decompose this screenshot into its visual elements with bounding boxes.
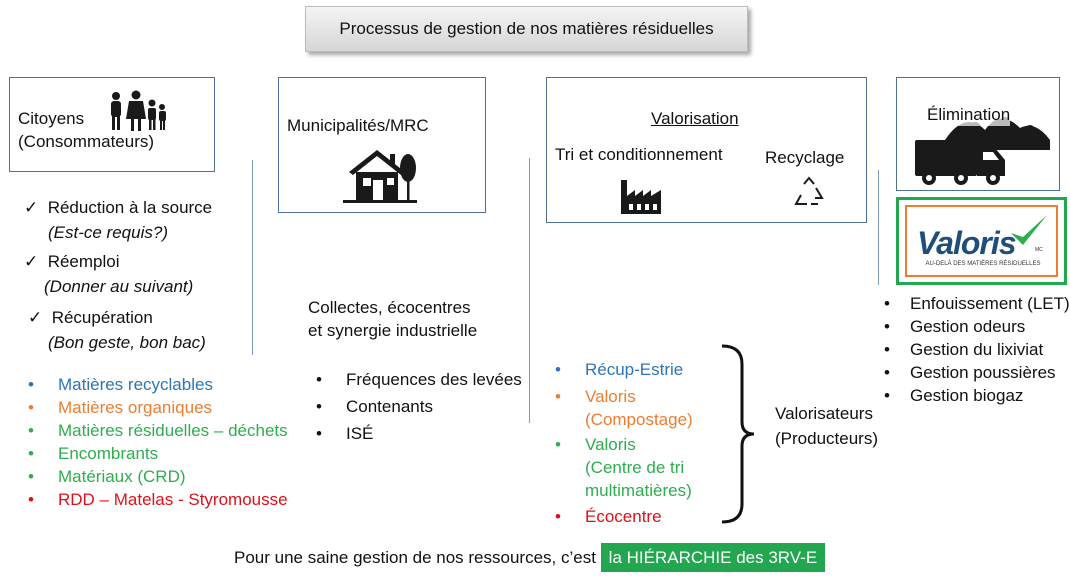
list-item: •Gestion poussières xyxy=(884,363,1056,382)
valorisation-box: Valorisation Tri et conditionnement Recy… xyxy=(546,77,867,223)
list-item: •Écocentre xyxy=(555,507,662,526)
list-item: •RDD – Matelas - Styromousse xyxy=(28,490,288,509)
hierarchy-item: ✓ Réemploi xyxy=(24,252,120,271)
list-item: •Encombrants xyxy=(28,444,159,463)
bracket-icon xyxy=(721,344,755,524)
list-item: •Fréquences des levées xyxy=(316,370,522,389)
enfouissement-list: •Enfouissement (LET) •Gestion odeurs •Ge… xyxy=(884,292,1070,407)
hierarchy-highlight: la HIÉRARCHIE des 3RV-E xyxy=(600,543,826,572)
valoris-logo-tagline: AU-DELÀ DES MATIÈRES RÉSIDUELLES xyxy=(925,261,1041,267)
elimination-box: Élimination xyxy=(896,77,1060,191)
divider-line xyxy=(529,158,530,423)
house-icon xyxy=(343,150,417,203)
collectes-sublabel: et synergie industrielle xyxy=(308,321,478,340)
hierarchy-item: ✓ Récupération xyxy=(28,308,153,327)
title-text: Processus de gestion de nos matières rés… xyxy=(339,19,714,38)
checkmark-logo-icon xyxy=(1011,215,1047,245)
list-item: •Matières recyclables xyxy=(28,375,213,394)
citoyens-sublabel: (Consommateurs) xyxy=(18,132,155,151)
recyclage-label: Recyclage xyxy=(765,148,845,167)
divider-line xyxy=(878,170,879,285)
municipalites-label: Municipalités/MRC xyxy=(287,116,429,135)
list-item: •Valoris xyxy=(555,387,636,406)
matieres-list: •Matières recyclables •Matières organiqu… xyxy=(28,373,288,511)
valorisateurs-sublabel: (Producteurs) xyxy=(775,429,878,448)
footer: Pour une saine gestion de nos ressources… xyxy=(234,543,826,572)
valorisateurs-list: •Récup-Estrie •Valoris (Compostage) •Val… xyxy=(555,358,693,528)
valoris-logo: Valoris MC AU-DELÀ DES MATIÈRES RÉSIDUEL… xyxy=(896,197,1067,285)
factory-icon xyxy=(621,180,661,214)
list-item: •Gestion du lixiviat xyxy=(884,340,1044,359)
list-item-continued: (Compostage) xyxy=(585,410,693,429)
list-item-continued: multimatières) xyxy=(585,481,692,500)
hierarchy-item: ✓ Réduction à la source xyxy=(24,198,213,217)
hierarchy-note: (Donner au suivant) xyxy=(44,277,194,296)
elimination-label: Élimination xyxy=(927,104,1011,126)
list-item: •Matières résiduelles – déchets xyxy=(28,421,288,440)
list-item: •Valoris xyxy=(555,435,636,454)
citoyens-label: Citoyens xyxy=(18,109,85,128)
list-item: •Récup-Estrie xyxy=(555,360,684,379)
list-item: •Matériaux (CRD) xyxy=(28,467,186,486)
tri-label: Tri et conditionnement xyxy=(555,145,723,164)
divider-line xyxy=(252,160,253,355)
valoris-logo-name: Valoris xyxy=(917,225,1017,261)
valorisation-title: Valorisation xyxy=(651,109,739,128)
valorisateurs-label: Valorisateurs xyxy=(775,404,873,423)
citoyens-box: Citoyens (Consommateurs) xyxy=(9,77,215,172)
list-item: •Matières organiques xyxy=(28,398,213,417)
municipalites-box: Municipalités/MRC xyxy=(278,77,486,213)
hierarchy-note: (Bon geste, bon bac) xyxy=(48,333,206,352)
hierarchy-note: (Est-ce requis?) xyxy=(48,223,168,242)
list-item: •Enfouissement (LET) xyxy=(884,294,1070,313)
list-item: •ISÉ xyxy=(316,424,374,443)
list-item-continued: (Centre de tri xyxy=(585,458,685,477)
footer-text: Pour une saine gestion de nos ressources… xyxy=(234,548,596,567)
collectes-list: •Fréquences des levées •Contenants •ISÉ xyxy=(316,368,522,445)
family-icon xyxy=(111,90,166,131)
recycle-icon xyxy=(794,176,824,205)
list-item: •Gestion biogaz xyxy=(884,386,1024,405)
list-item: •Contenants xyxy=(316,397,433,416)
collectes-label: Collectes, écocentres xyxy=(308,298,471,317)
list-item: •Gestion odeurs xyxy=(884,317,1026,336)
valoris-logo-mc: MC xyxy=(1035,247,1043,253)
diagram-title: Processus de gestion de nos matières rés… xyxy=(305,6,748,52)
